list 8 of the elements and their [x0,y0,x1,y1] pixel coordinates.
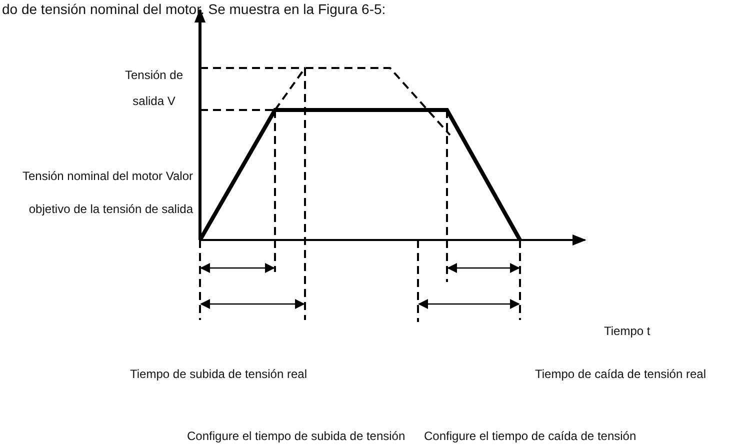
axis-label: Tiempo t [604,324,650,338]
dimension-label: Tiempo de subida de tensión real [130,367,307,381]
dimension-label: Configure el tiempo de caída de tensión [424,429,636,443]
body-text: do de tensión nominal del motor. Se muestra en la Figura 6-5: [2,1,386,17]
dimension-label: Tiempo de caída de tensión real [535,367,706,381]
axis-label: Tensión nominal del motor Valor objetivo de la tensión de salida [21,168,193,218]
dimension-label: Configure el tiempo de subida de tensión [187,429,406,443]
axis-label: Tensión de salida V [124,67,184,110]
